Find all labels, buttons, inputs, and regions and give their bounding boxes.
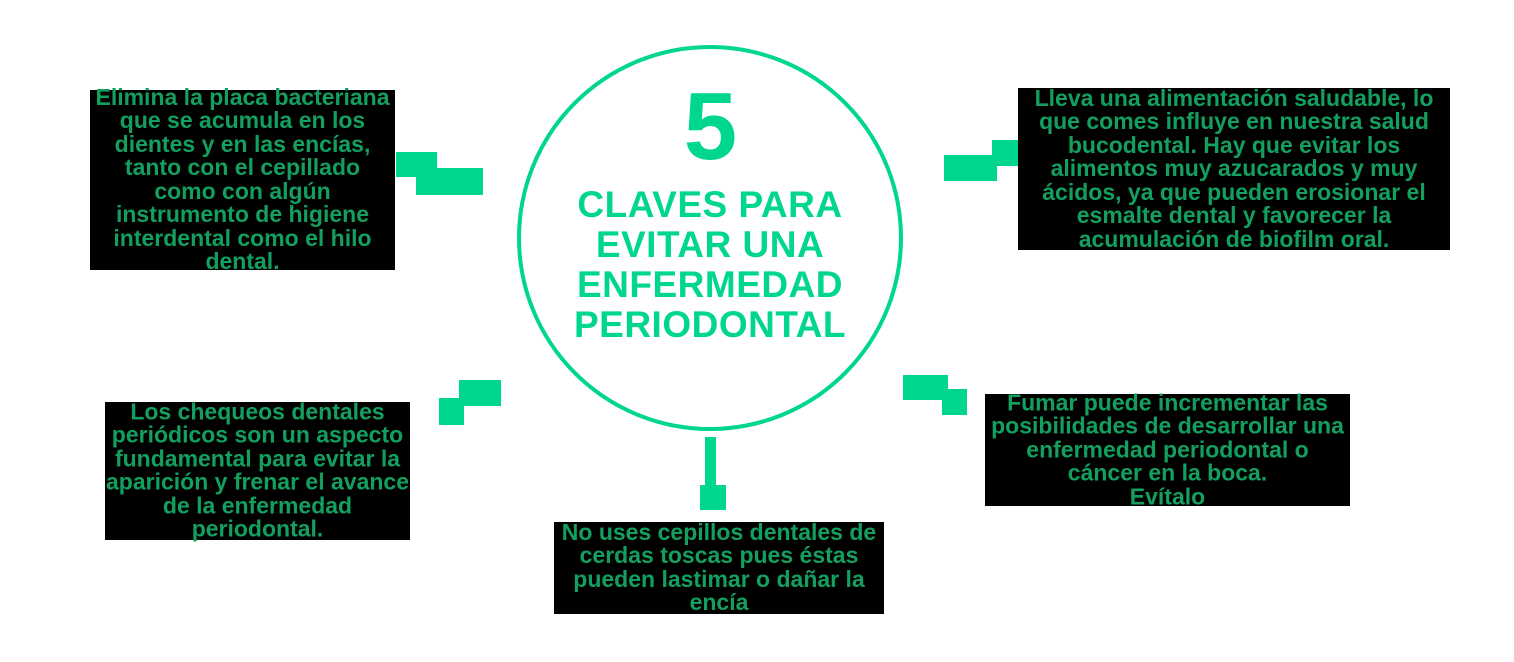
connector-bottom-left-lower-block: [439, 398, 464, 425]
connector-bottom-center-pad: [700, 485, 726, 510]
tip-line: posibilidades de desarrollar una: [991, 412, 1344, 439]
tip-panel-checkups-text: Los chequeos dentales periódicos son un …: [83, 398, 432, 542]
connector-bottom-left-upper-block: [459, 380, 501, 406]
headline-line-1: CLAVES PARA: [577, 184, 843, 226]
tip-line: enfermedad periodontal o: [1026, 436, 1309, 463]
tip-line: esmalte dental y favorecer la: [1076, 202, 1392, 229]
tip-line: tanto con el cepillado: [124, 154, 361, 181]
tip-line: dental.: [205, 248, 280, 275]
connector-top-right-lower-block: [944, 155, 997, 181]
tip-line: alimentos muy azucarados y muy: [1050, 155, 1418, 182]
tip-line: periodontal.: [191, 515, 324, 542]
tip-line: Fumar puede incrementar las: [1007, 389, 1328, 416]
tip-line: de la enfermedad: [162, 492, 353, 519]
tip-line: cáncer en la boca.: [1067, 459, 1268, 486]
tip-line: periódicos son un aspecto: [111, 422, 404, 449]
tip-panel-plaque: Elimina la placa bacteriana que se acumu…: [90, 85, 395, 273]
tip-panel-brush-text: No uses cepillos dentales de cerdas tosc…: [532, 519, 906, 616]
tip-line: interdental como el hilo: [113, 224, 372, 251]
tip-panel-brush: No uses cepillos dentales de cerdas tosc…: [554, 520, 884, 614]
tip-line: acumulación de biofilm oral.: [1078, 225, 1390, 252]
tip-line: como con algún: [154, 178, 331, 204]
tip-line: cerdas toscas pues éstas: [579, 542, 859, 569]
connector-bottom-right-upper-block: [903, 375, 948, 400]
connector-top-right-upper-block: [992, 140, 1018, 166]
tip-panel-smoking-text: Fumar puede incrementar las posibilidade…: [963, 389, 1372, 510]
headline-number: 5: [683, 73, 737, 180]
tip-panel-plaque-text: Elimina la placa bacteriana que se acumu…: [68, 84, 417, 275]
headline-text: CLAVES PARA EVITAR UNA ENFERMEDAD PERIOD…: [540, 185, 880, 345]
tip-line: Lleva una alimentación saludable, lo: [1034, 84, 1434, 111]
tip-line: pueden lastimar o dañar la: [573, 566, 865, 592]
tip-line: aparición y frenar el avance: [106, 469, 409, 495]
tip-line: encía: [689, 589, 749, 616]
tip-panel-smoking: Fumar puede incrementar las posibilidade…: [985, 390, 1350, 508]
tip-panel-checkups: Los chequeos dentales periódicos son un …: [105, 400, 410, 541]
tip-panel-diet: Lleva una alimentación saludable, lo que…: [1018, 86, 1450, 251]
tip-line: dientes y en las encías,: [114, 131, 371, 158]
headline-line-4: PERIODONTAL: [573, 304, 847, 346]
tip-panel-diet-text: Lleva una alimentación saludable, lo que…: [996, 84, 1472, 252]
headline-line-3: ENFERMEDAD: [576, 264, 844, 306]
tip-line: que se acumula en los: [119, 107, 366, 134]
center-circle-outline: [517, 45, 903, 431]
connector-bottom-right-lower-block: [942, 389, 967, 415]
tip-line: instrumento de higiene: [115, 201, 370, 228]
connector-top-left-lower-block: [416, 168, 483, 195]
tip-line: ácidos, ya que pueden erosionar el: [1042, 178, 1426, 205]
tip-line: que comes influye en nuestra salud: [1039, 108, 1429, 135]
tip-line: Los chequeos dentales: [130, 398, 385, 425]
center-title-group: 5 CLAVES PARA EVITAR UNA ENFERMEDAD PERI…: [517, 45, 903, 431]
tip-line: fundamental para evitar la: [114, 445, 401, 472]
tip-line: Elimina la placa bacteriana: [95, 84, 390, 111]
connector-bottom-center-stem: [705, 437, 716, 487]
tip-line: bucodental. Hay que evitar los: [1067, 131, 1401, 158]
tip-line: No uses cepillos dentales de: [561, 519, 877, 546]
headline-line-2: EVITAR UNA: [595, 224, 825, 266]
tip-line: Evítalo: [1129, 483, 1206, 510]
